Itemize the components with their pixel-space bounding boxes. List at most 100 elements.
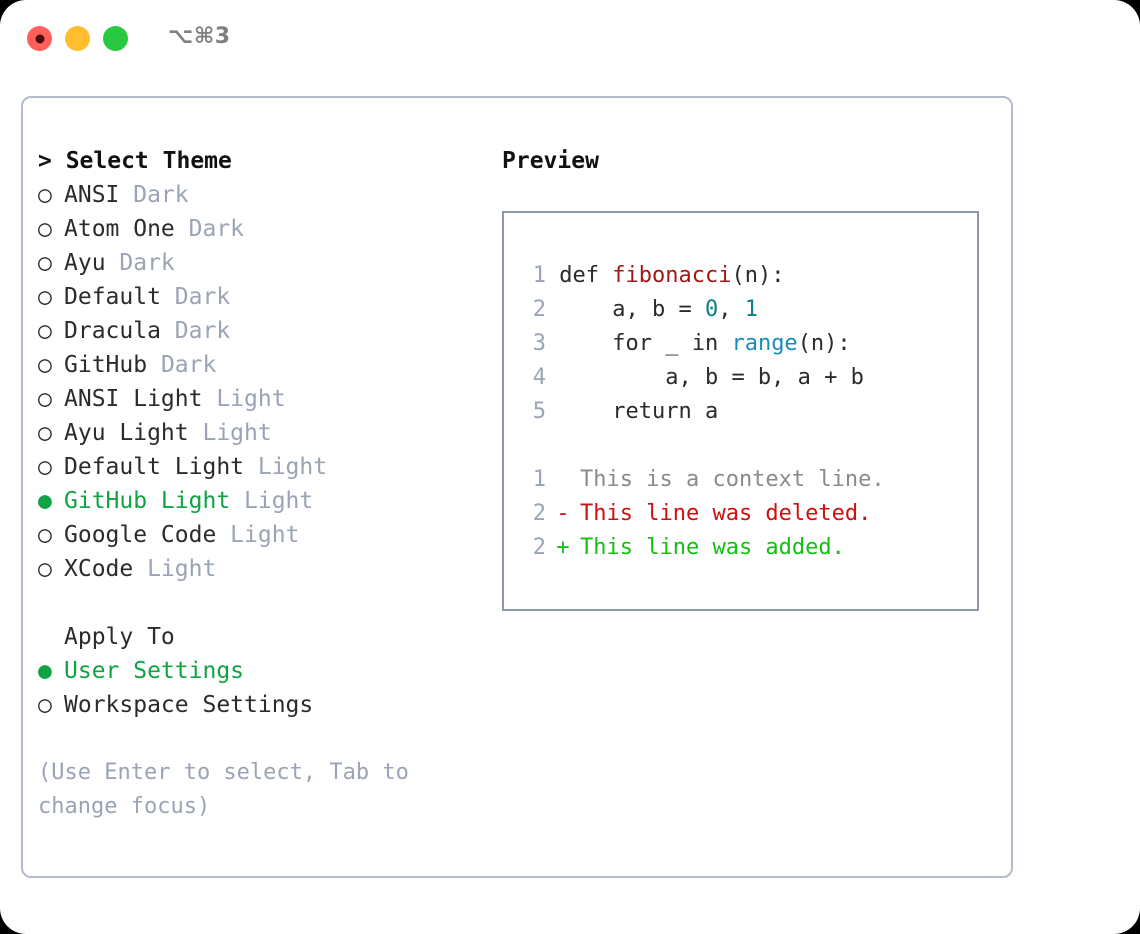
theme-item-ansi[interactable]: ○ ANSI Dark xyxy=(38,178,488,212)
diff-line-ctx: 1 This is a context line. xyxy=(524,463,969,497)
diff-line-del: 2-This line was deleted. xyxy=(524,497,969,531)
diff-line-number: 2 xyxy=(532,501,546,526)
radio-unselected-icon: ○ xyxy=(38,522,52,548)
diff-text: This line was deleted. xyxy=(580,501,872,526)
theme-item-kind: Dark xyxy=(147,352,217,378)
theme-item-dracula[interactable]: ○Dracula Dark xyxy=(38,314,488,348)
theme-item-label: Ayu xyxy=(64,250,106,276)
shortcut-label: ⌥⌘3 xyxy=(168,24,231,49)
theme-item-xcode[interactable]: ○ XCode Light xyxy=(38,552,488,586)
radio-selected-icon: ● xyxy=(38,658,52,684)
theme-item-label: Ayu Light xyxy=(64,420,189,446)
theme-item-label: GitHub Light xyxy=(64,488,231,514)
code-indent xyxy=(546,399,612,424)
theme-item-label: Dracula xyxy=(64,318,161,344)
diff-line-number: 1 xyxy=(532,467,546,492)
minimize-dot[interactable] xyxy=(65,26,90,51)
theme-item-kind: Light xyxy=(202,386,286,412)
radio-unselected-icon: ○ xyxy=(38,352,52,378)
keyboard-hint: (Use Enter to select, Tab to change focu… xyxy=(38,760,409,819)
code-line: 4 a, b = b, a + b xyxy=(524,361,969,395)
main-panel: > Select Theme ○ANSI Dark○Atom One Dark○… xyxy=(21,96,1013,878)
code-line: 3 for _ in range(n): xyxy=(524,327,969,361)
diff-marker: - xyxy=(556,501,570,526)
code-line-number: 1 xyxy=(532,263,546,288)
radio-unselected-icon: ○ xyxy=(38,556,52,582)
theme-item-kind: Light xyxy=(216,522,300,548)
apply-to-item-label: User Settings xyxy=(64,658,245,684)
close-dot[interactable] xyxy=(27,26,52,51)
theme-item-google-code[interactable]: ○ Google Code Light xyxy=(38,518,488,552)
theme-item-ansi-light[interactable]: ○ ANSI Light Light xyxy=(38,382,488,416)
theme-item-label: Default xyxy=(64,284,161,310)
theme-item-label: ANSI xyxy=(64,182,120,208)
radio-unselected-icon: ○ xyxy=(38,182,52,208)
code-token-num: 1 xyxy=(744,297,758,322)
preview-column: Preview 1 def fibonacci(n):2 a, b = 0, 1… xyxy=(502,144,992,611)
radio-selected-icon: ● xyxy=(38,488,52,514)
theme-item-kind: Light xyxy=(230,488,314,514)
theme-item-label: Google Code xyxy=(64,522,217,548)
apply-to-header: Apply To xyxy=(64,624,175,650)
radio-unselected-icon: ○ xyxy=(38,284,52,310)
theme-item-kind: Light xyxy=(133,556,217,582)
theme-item-ayu-light[interactable]: ○Ayu Light Light xyxy=(38,416,488,450)
code-token-plain: , xyxy=(718,297,745,322)
theme-item-kind: Light xyxy=(244,454,328,480)
theme-item-kind: Dark xyxy=(160,284,231,310)
theme-item-default[interactable]: ○ Default Dark xyxy=(38,280,488,314)
code-token-plain: (n): xyxy=(797,331,851,356)
diff-text: This is a context line. xyxy=(580,467,885,492)
radio-unselected-icon: ○ xyxy=(38,692,52,718)
radio-unselected-icon: ○ xyxy=(38,420,52,446)
radio-unselected-icon: ○ xyxy=(38,454,52,480)
apply-to-item-workspace-settings[interactable]: ○ Workspace Settings xyxy=(38,688,488,722)
theme-item-label: GitHub xyxy=(64,352,148,378)
code-token-fn: fibonacci xyxy=(612,263,732,288)
apply-to-list[interactable]: ● User Settings ○ Workspace Settings xyxy=(38,654,488,722)
code-token-plain: return a xyxy=(612,399,719,424)
theme-item-github[interactable]: ○ GitHub Dark xyxy=(38,348,488,382)
diff-marker xyxy=(546,463,580,497)
code-token-plain: def xyxy=(559,263,613,288)
diff-lines: 1 This is a context line.2-This line was… xyxy=(524,463,969,565)
code-line: 2 a, b = 0, 1 xyxy=(524,293,969,327)
theme-item-kind: Dark xyxy=(119,182,189,208)
code-indent xyxy=(546,263,559,288)
theme-item-ayu[interactable]: ○Ayu Dark xyxy=(38,246,488,280)
code-indent xyxy=(546,331,612,356)
code-line-number: 4 xyxy=(532,365,546,390)
code-line-number: 3 xyxy=(532,331,546,356)
code-line: 5 return a xyxy=(524,395,969,429)
radio-unselected-icon: ○ xyxy=(38,216,52,242)
radio-unselected-icon: ○ xyxy=(38,250,52,276)
theme-item-label: Default Light xyxy=(64,454,245,480)
theme-item-atom-one[interactable]: ○ Atom One Dark xyxy=(38,212,488,246)
title-bar: ⌥⌘3 xyxy=(0,0,1140,78)
theme-list[interactable]: ○ ANSI Dark ○ Atom One Dark ○ Ayu Dark ○ Defaul… xyxy=(38,178,488,586)
select-theme-header: > Select Theme xyxy=(38,148,232,174)
code-token-plain: a, b = xyxy=(612,297,705,322)
diff-line-number: 2 xyxy=(532,535,546,560)
apply-to-item-label: Workspace Settings xyxy=(64,692,314,718)
preview-title: Preview xyxy=(502,148,599,174)
code-token-plain: for _ in xyxy=(612,331,732,356)
theme-item-label: ANSI Light xyxy=(64,386,203,412)
theme-item-label: Atom One xyxy=(64,216,175,242)
theme-item-kind: Dark xyxy=(160,318,231,344)
window-controls xyxy=(27,26,128,51)
code-indent xyxy=(546,365,665,390)
theme-item-label: XCode xyxy=(64,556,134,582)
code-line: 1 def fibonacci(n): xyxy=(524,259,969,293)
code-token-num: 0 xyxy=(704,297,719,322)
radio-unselected-icon: ○ xyxy=(38,386,52,412)
apply-to-item-user-settings[interactable]: ● User Settings xyxy=(38,654,488,688)
maximize-dot[interactable] xyxy=(103,26,128,51)
theme-item-kind: Dark xyxy=(174,216,245,242)
theme-item-default-light[interactable]: ○ Default Light Light xyxy=(38,450,488,484)
theme-item-github-light[interactable]: ● GitHub Light Light xyxy=(38,484,488,518)
code-token-plain: (n): xyxy=(731,263,785,288)
